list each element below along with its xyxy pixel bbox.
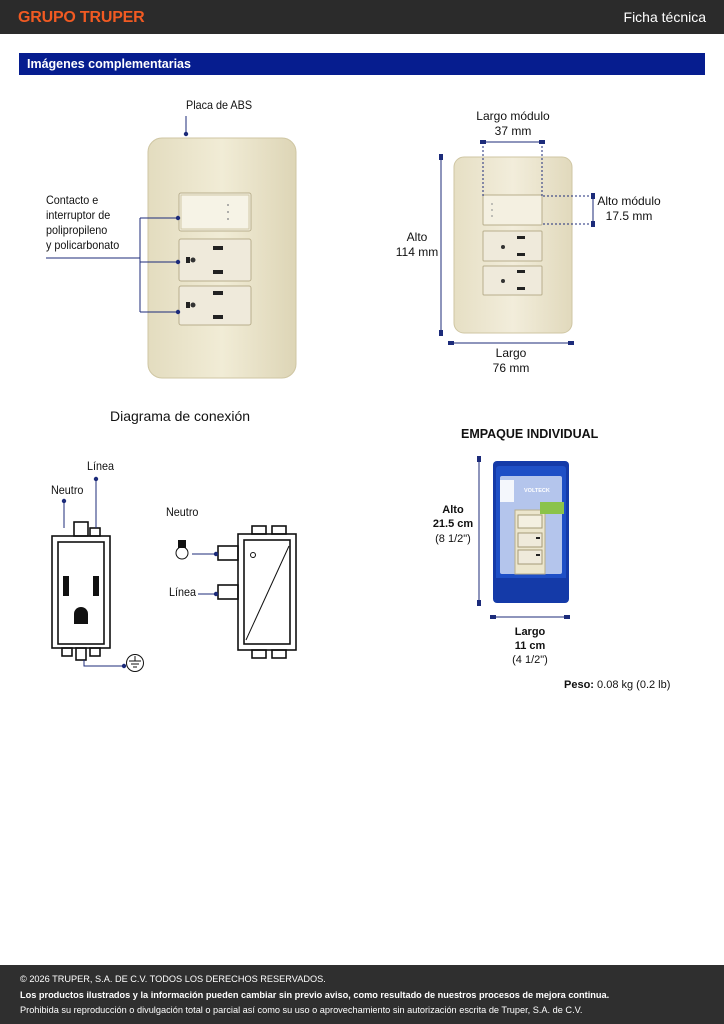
section-header: Imágenes complementarias <box>19 53 705 75</box>
switch-diagram <box>217 525 297 659</box>
package-length-value: 11 cm <box>514 640 546 652</box>
ground-icon <box>126 654 144 672</box>
package-brand: VOLTECK <box>524 488 550 494</box>
dimension-endpoints <box>439 140 595 345</box>
outlet-diagram <box>51 521 111 661</box>
dimension-lines <box>440 141 594 344</box>
package-height-value: 21.5 cm <box>432 518 474 530</box>
outlet-wire-dots <box>61 476 127 669</box>
dimension-plate-view <box>453 156 573 334</box>
connection-diagram-title: Diagrama de conexión <box>110 408 251 424</box>
label-contact-line-3: polipropileno <box>46 223 108 237</box>
package-length-label: Largo <box>514 626 546 638</box>
packaging-title: EMPAQUE INDIVIDUAL <box>461 427 599 441</box>
footer-copyright: © 2026 TRUPER, S.A. DE C.V. TODOS LOS DE… <box>20 974 326 984</box>
label-contact-line-1: Contacto e <box>46 193 99 207</box>
package-weight: Peso: 0.08 kg (0.2 lb) <box>564 679 670 692</box>
package-dimension-endpoints <box>477 456 570 619</box>
outlet-wires <box>63 479 124 667</box>
package-image <box>493 461 569 603</box>
weight-label: Peso: <box>564 679 594 691</box>
lamp-icon <box>175 540 189 560</box>
product-plate-view <box>147 137 297 379</box>
switch-wire-dots <box>213 551 219 597</box>
label-module-length: Largo módulo <box>476 109 550 123</box>
outlet-neutral-label: Neutro <box>51 483 84 497</box>
value-height: 114 mm <box>395 245 439 259</box>
switch-wires <box>192 553 216 595</box>
section-title: Imágenes complementarias <box>27 57 191 71</box>
package-height-inches: (8 1/2") <box>435 533 471 545</box>
weight-value: 0.08 kg (0.2 lb) <box>597 679 671 691</box>
value-module-height: 17.5 mm <box>605 209 653 223</box>
label-contact-line-2: interruptor de <box>46 208 111 222</box>
package-dimension-lines <box>478 458 567 618</box>
product-leader-lines <box>46 116 187 313</box>
package-length-inches: (4 1/2") <box>512 654 548 666</box>
label-height: Alto <box>406 230 428 244</box>
switch-line-label: Línea <box>169 585 197 599</box>
document-type: Ficha técnica <box>623 9 706 25</box>
figures-canvas <box>46 116 595 672</box>
value-length: 76 mm <box>492 361 530 375</box>
footer-notice: Los productos ilustrados y la informació… <box>20 990 610 1000</box>
footer-prohibition: Prohibida su reproducción o divulgación … <box>20 1005 583 1015</box>
footer: © 2026 TRUPER, S.A. DE C.V. TODOS LOS DE… <box>0 965 724 1024</box>
outlet-line-label: Línea <box>87 459 115 473</box>
switch-neutral-label: Neutro <box>166 505 199 519</box>
brand-logo: GRUPO TRUPER <box>18 9 145 26</box>
label-length: Largo <box>495 346 527 360</box>
top-bar: GRUPO TRUPER Ficha técnica <box>0 0 724 34</box>
label-module-height: Alto módulo <box>597 194 661 208</box>
label-contact-line-4: y policarbonato <box>46 238 120 252</box>
package-height-label: Alto <box>442 504 464 516</box>
outlet-contacts <box>63 576 99 624</box>
value-module-length: 37 mm <box>494 124 532 138</box>
product-leader-dots <box>175 131 189 315</box>
label-abs-plate: Placa de ABS <box>186 98 253 112</box>
